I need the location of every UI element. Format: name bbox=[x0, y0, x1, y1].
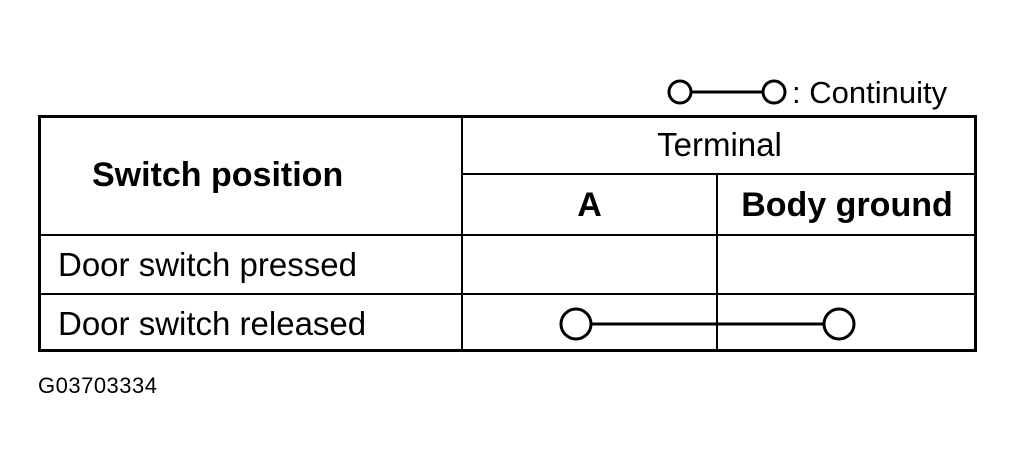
header-terminal-body-ground: Body ground bbox=[741, 185, 953, 224]
row-divider bbox=[462, 173, 977, 175]
header-terminal-a: A bbox=[577, 185, 602, 224]
row-label-released: Door switch released bbox=[58, 304, 367, 342]
row-label-pressed: Door switch pressed bbox=[58, 246, 357, 283]
row-divider bbox=[38, 293, 977, 295]
column-divider bbox=[461, 115, 463, 352]
header-switch-position: Switch position bbox=[92, 155, 344, 194]
continuity-symbol-icon bbox=[667, 79, 787, 105]
continuity-legend: : Continuity bbox=[666, 76, 966, 110]
header-terminal: Terminal bbox=[657, 126, 782, 163]
figure-code: G03703334 bbox=[38, 373, 158, 398]
table-border bbox=[38, 115, 977, 352]
continuity-mark-released bbox=[559, 307, 856, 341]
column-divider bbox=[716, 174, 718, 352]
row-divider bbox=[38, 234, 977, 236]
legend-label: : Continuity bbox=[792, 75, 948, 110]
continuity-table: Switch position Terminal A Body ground D… bbox=[38, 115, 977, 352]
